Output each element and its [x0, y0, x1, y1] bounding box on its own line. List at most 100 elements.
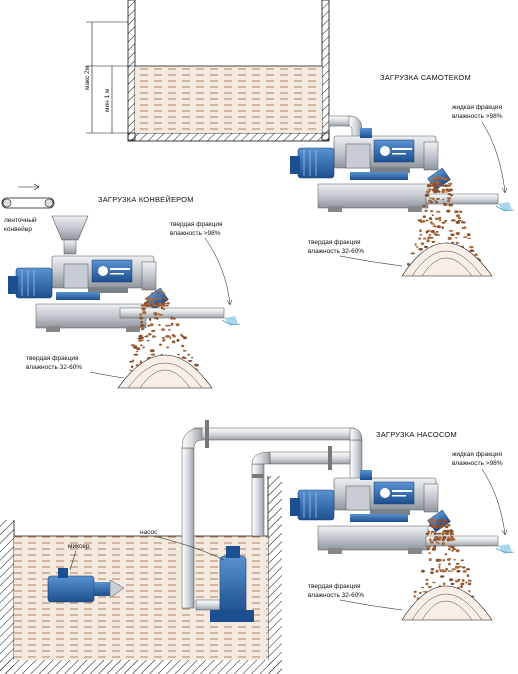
solid-chunk — [448, 548, 451, 551]
solid-chunk — [424, 209, 427, 213]
solid-chunk — [440, 575, 445, 578]
solid-chunk — [453, 558, 456, 561]
solid-chunk — [141, 308, 146, 311]
solid-chunk — [424, 193, 430, 197]
solid-chunk — [431, 188, 436, 191]
solid-note-pump: твердая фракция влажность 32-60% — [308, 583, 403, 611]
solid-chunk — [406, 262, 410, 266]
solid-chunk — [441, 226, 444, 230]
solid-chunk — [433, 200, 437, 202]
solid-chunk — [432, 545, 437, 548]
solid-chunk — [462, 566, 466, 569]
solid-chunk — [425, 582, 429, 586]
mixer-unit: миксер — [47, 543, 125, 603]
solid-chunk — [434, 185, 438, 187]
solid-chunk — [428, 188, 432, 192]
solid-chunk — [457, 219, 462, 222]
solid-chunk — [432, 581, 436, 584]
svg-text:влажность 32-60%: влажность 32-60% — [26, 364, 82, 371]
svg-text:твердая фракция: твердая фракция — [170, 221, 223, 228]
solid-chunk — [188, 359, 193, 362]
solid-chunk — [436, 210, 441, 213]
solid-chunk — [162, 338, 166, 342]
solid-chunk — [460, 585, 463, 589]
solid-chunk — [457, 216, 462, 220]
solid-chunk — [422, 204, 427, 207]
solid-chunk — [447, 199, 451, 203]
solid-chunk — [418, 237, 421, 240]
solid-chunk — [433, 532, 437, 535]
solid-chunk — [142, 346, 145, 349]
gravity-title: ЗАГРУЗКА САМОТЕКОМ — [380, 73, 471, 82]
solid-chunk — [147, 333, 152, 336]
solid-chunk — [430, 230, 435, 233]
solid-chunk — [163, 308, 166, 311]
solid-chunk — [466, 233, 471, 237]
liquid-outlet-gravity — [425, 193, 515, 212]
solid-chunk — [465, 581, 468, 584]
solid-chunk — [443, 519, 447, 523]
solid-chunk — [448, 524, 451, 527]
solid-chunk — [139, 316, 144, 320]
solid-chunk — [139, 313, 142, 317]
solid-chunk — [445, 522, 449, 525]
solid-chunk — [450, 219, 456, 222]
solid-chunk — [150, 349, 155, 353]
conveyor-title: ЗАГРУЗКА КОНВЕЙЕРОМ — [98, 195, 194, 204]
solid-chunk — [447, 536, 450, 539]
solid-chunk — [428, 552, 431, 555]
solid-chunk — [147, 324, 151, 327]
solid-chunk — [466, 568, 470, 571]
solid-chunk — [467, 237, 472, 240]
solid-chunk — [463, 236, 468, 239]
solid-chunk — [474, 253, 478, 256]
solid-chunk — [153, 304, 158, 307]
solid-chunk — [422, 591, 428, 593]
liquid-note-conveyor: твердая фракция влажность >98% — [170, 221, 233, 306]
solid-chunk — [435, 569, 439, 573]
solid-chunk — [428, 233, 432, 236]
solid-chunk — [447, 193, 452, 196]
solid-chunk — [445, 532, 449, 535]
solid-chunk — [158, 343, 163, 346]
solid-chunk — [162, 302, 166, 305]
solid-chunk — [443, 221, 446, 224]
solid-chunk — [469, 246, 474, 249]
solid-chunk — [148, 317, 152, 321]
solid-chunk — [450, 233, 455, 237]
solid-note-conveyor: твердая фракция влажность 32-60% — [26, 355, 125, 379]
solid-chunk — [168, 328, 171, 331]
solid-chunk — [151, 292, 155, 295]
solid-chunk — [448, 184, 452, 187]
solid-chunk — [144, 302, 147, 305]
solid-chunk — [166, 302, 170, 304]
solids-pile-conveyor — [117, 354, 213, 389]
mixer-label: миксер — [68, 543, 90, 550]
solid-chunk — [438, 563, 442, 566]
solid-chunk — [427, 586, 432, 588]
pump-title: ЗАГРУЗКА НАСОСОМ — [376, 430, 457, 439]
solid-chunk — [463, 226, 467, 229]
solid-chunk — [154, 297, 159, 300]
solid-chunk — [166, 346, 170, 349]
solid-chunk — [432, 225, 437, 228]
solid-chunk — [419, 233, 422, 236]
solid-chunk — [446, 209, 451, 213]
solid-chunk — [434, 217, 440, 220]
solid-chunk — [437, 542, 440, 545]
solid-chunk — [425, 230, 429, 234]
solid-chunk — [431, 197, 435, 201]
svg-text:влажность 32-60%: влажность 32-60% — [308, 592, 364, 599]
solid-chunk — [410, 252, 416, 255]
belt-conveyor: ленточный конвейер — [1, 183, 55, 233]
solid-chunk — [150, 353, 156, 356]
solid-chunk — [443, 184, 449, 187]
solids-pile-gravity — [401, 242, 493, 277]
solid-chunk — [155, 302, 159, 305]
solid-chunk — [418, 247, 423, 251]
solid-chunk — [161, 304, 167, 307]
solid-chunk — [455, 231, 460, 236]
solid-chunk — [424, 245, 428, 249]
solid-chunk — [455, 241, 459, 245]
solid-chunk — [441, 532, 445, 536]
